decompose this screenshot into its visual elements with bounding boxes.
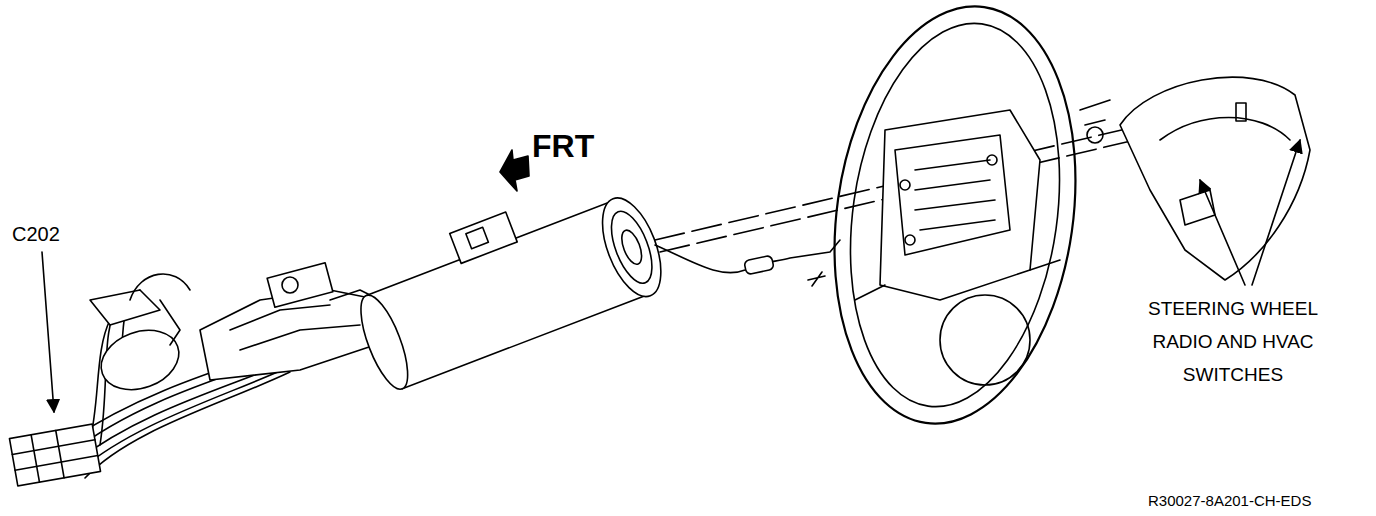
figure-id: R30027-8A201-CH-EDS (1148, 492, 1311, 510)
leader-line (1252, 140, 1300, 285)
wire-clip (744, 255, 774, 275)
bolt (808, 272, 825, 286)
connector-c202 (9, 424, 100, 486)
leader-line (42, 252, 54, 412)
trim-cover (1080, 77, 1310, 280)
direction-label: FRT (532, 128, 594, 164)
lower-column (90, 263, 380, 400)
part-label: STEERING WHEEL RADIO AND HVAC SWITCHES (1140, 292, 1326, 391)
column-tube (341, 166, 672, 397)
steering-wheel (809, 0, 1101, 439)
front-arrow (500, 150, 529, 191)
connector-label: C202 (12, 222, 60, 246)
leader-line (1200, 180, 1245, 285)
